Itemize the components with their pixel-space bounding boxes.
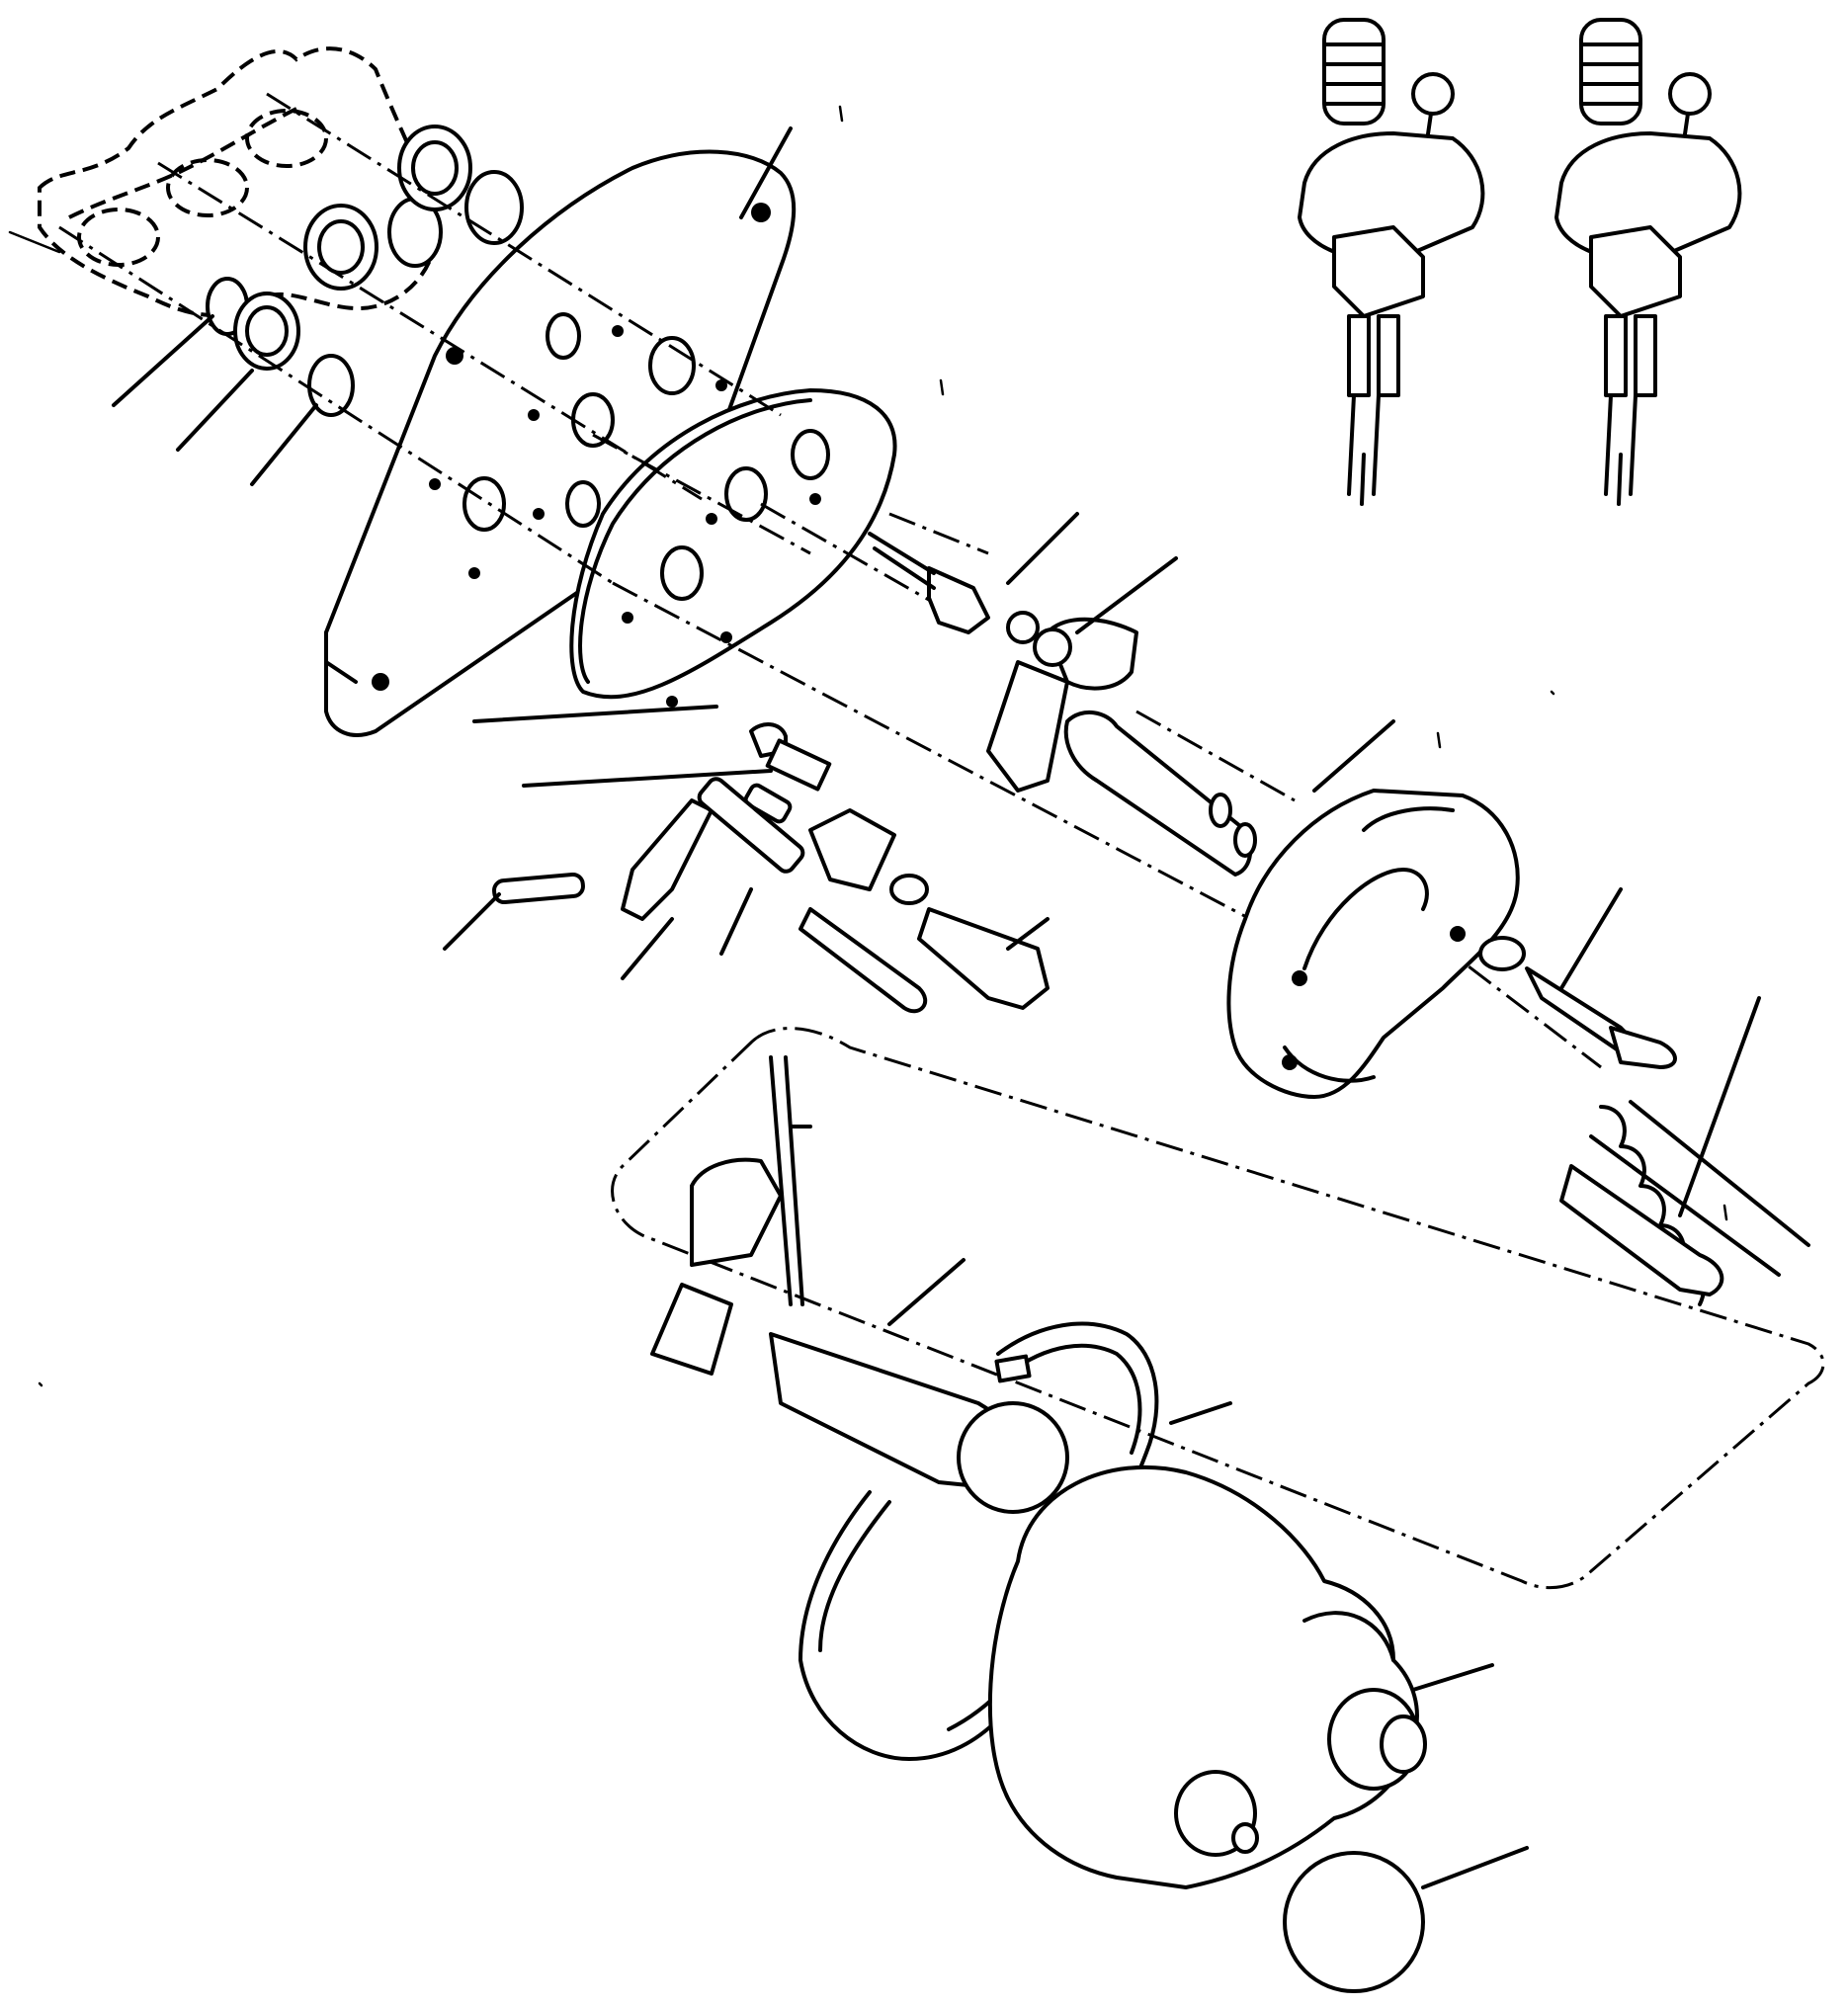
long-bolt: [1559, 1164, 1724, 1296]
tick-marks: [38, 105, 1728, 1387]
hex-bolt-upper: [868, 532, 1040, 644]
circlip: [1283, 1851, 1425, 1993]
left-leader-lines: [8, 230, 318, 486]
joystick-inset-left: [1298, 18, 1485, 506]
control-lever: [650, 1055, 1069, 1514]
retaining-band: [798, 1321, 1159, 1761]
spool-shaft: [1063, 710, 1257, 877]
lever-bracket: [986, 617, 1138, 793]
joystick-inset-right: [1554, 18, 1742, 506]
valve-body-outline: [38, 46, 439, 317]
boot-group-outline: [611, 1027, 1825, 1590]
right-leader-lines: [443, 126, 1761, 1889]
gimbal-housing: [1226, 789, 1520, 1099]
rubber-boot: [987, 1464, 1427, 1889]
pins-and-bolts-lower-left: [492, 722, 1050, 1014]
mounting-plate: [324, 149, 797, 737]
o-ring-seals: [206, 125, 524, 417]
socket-head-bolt: [1478, 936, 1677, 1069]
